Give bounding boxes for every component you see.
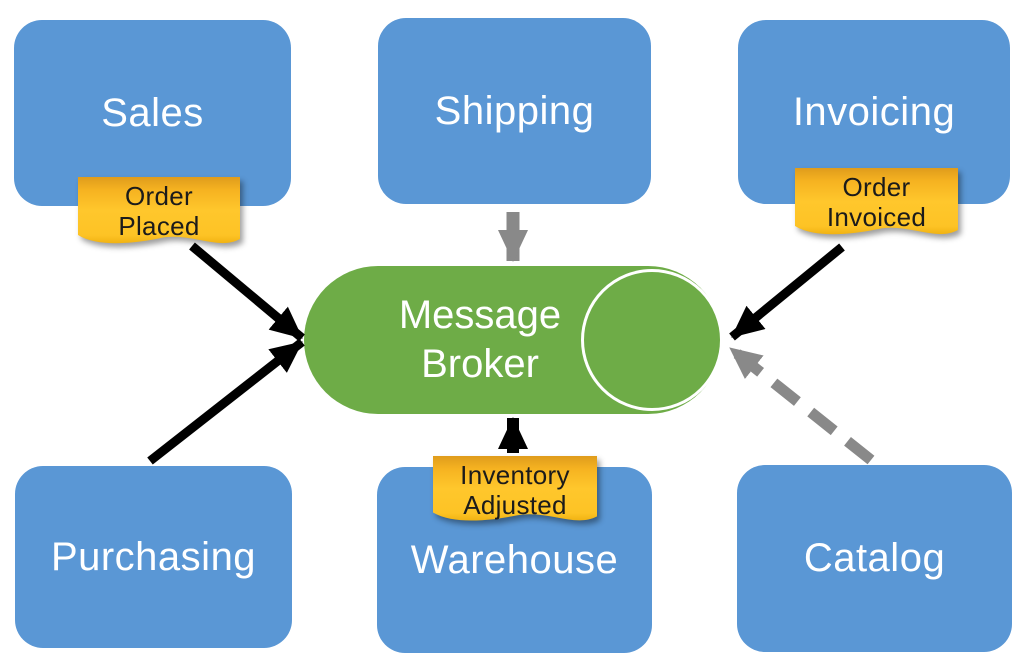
node-purchasing-label: Purchasing bbox=[50, 534, 257, 579]
arrow-sales-to-broker bbox=[189, 242, 305, 342]
note-order-invoiced-text: Order Invoiced bbox=[795, 172, 958, 232]
note-inventory-adjusted: Inventory Adjusted bbox=[433, 456, 597, 532]
message-broker-label-line1: Message bbox=[398, 293, 562, 338]
arrow-purchasing-to-broker bbox=[147, 338, 305, 465]
node-shipping: Shipping bbox=[378, 18, 651, 204]
note-line: Order bbox=[125, 181, 193, 211]
note-line: Invoiced bbox=[826, 202, 927, 233]
note-line: Order bbox=[842, 172, 911, 202]
arrow-invoicing-to-broker bbox=[729, 243, 845, 341]
node-catalog: Catalog bbox=[737, 465, 1012, 652]
note-order-placed: Order Placed bbox=[78, 177, 240, 255]
note-order-placed-text: Order Placed bbox=[78, 181, 240, 241]
node-sales-label: Sales bbox=[101, 90, 204, 135]
note-inventory-adjusted-text: Inventory Adjusted bbox=[433, 460, 597, 520]
note-line: Placed bbox=[118, 211, 200, 242]
node-purchasing: Purchasing bbox=[15, 466, 292, 648]
message-broker-label-line2: Broker bbox=[421, 342, 539, 386]
note-wave-shape bbox=[78, 177, 240, 244]
node-shipping-label: Shipping bbox=[434, 88, 595, 133]
arrow-catalog-to-broker-dashed bbox=[726, 343, 875, 465]
note-wave-shape bbox=[433, 456, 597, 521]
node-invoicing-label: Invoicing bbox=[792, 89, 956, 134]
note-order-invoiced: Order Invoiced bbox=[795, 168, 958, 246]
note-wave-shape bbox=[795, 168, 958, 235]
node-sales: Sales bbox=[14, 20, 291, 206]
message-broker-cylinder-cap bbox=[581, 269, 723, 411]
message-broker-label: Message Broker bbox=[310, 276, 650, 404]
note-line: Inventory bbox=[460, 460, 570, 490]
note-line: Adjusted bbox=[463, 490, 567, 521]
node-catalog-label: Catalog bbox=[803, 536, 946, 580]
node-warehouse-label: Warehouse bbox=[410, 537, 619, 582]
